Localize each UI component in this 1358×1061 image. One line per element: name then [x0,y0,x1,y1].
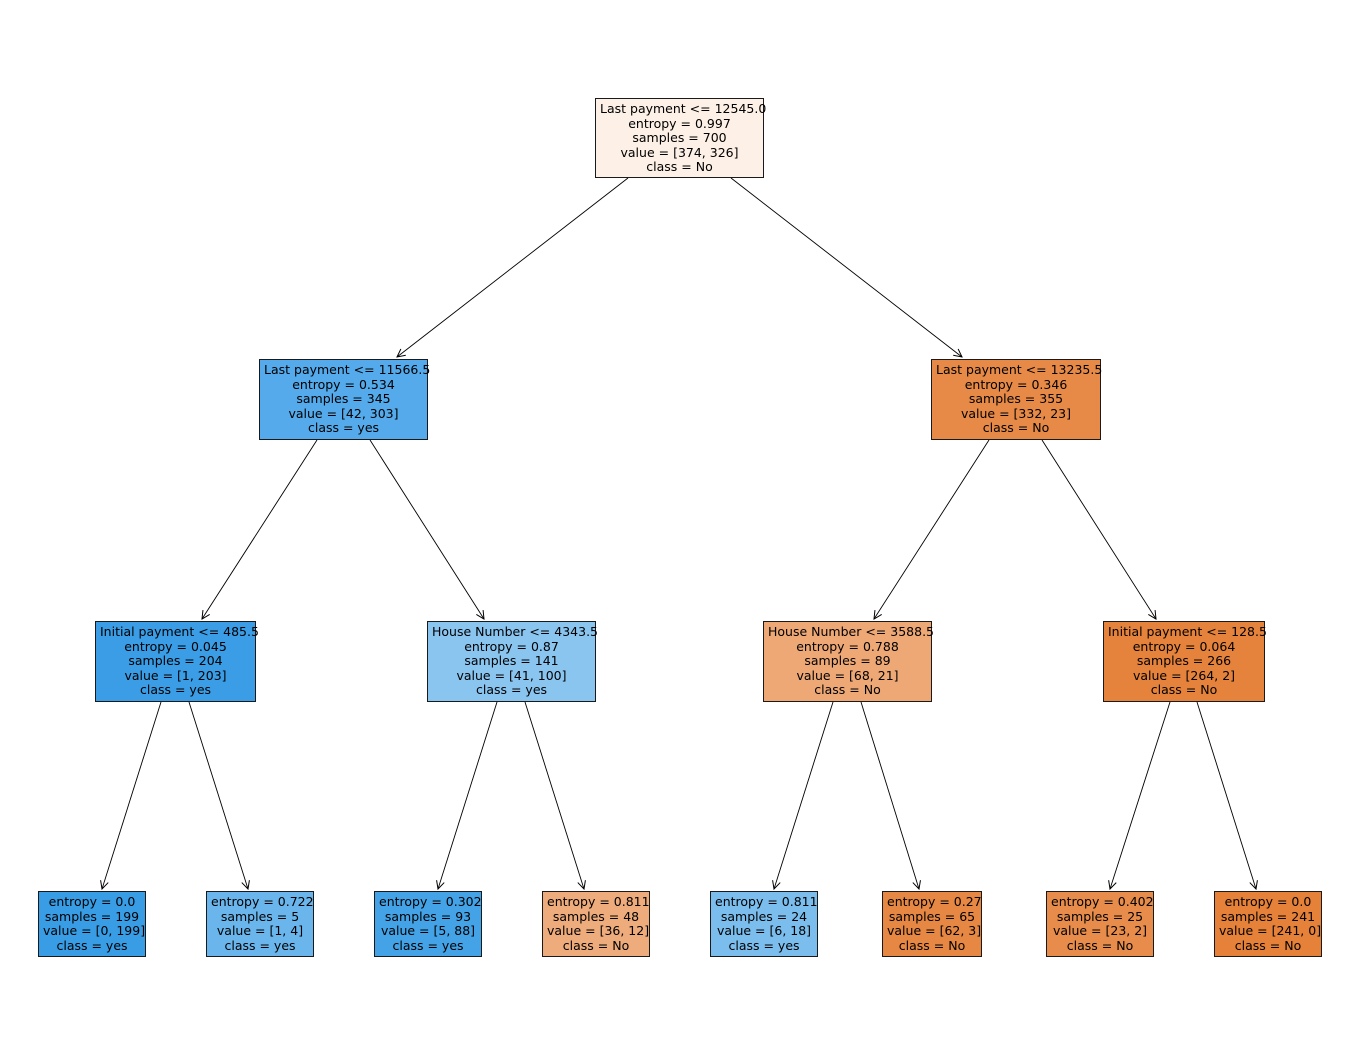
node-entropy-text: entropy = 0.045 [124,638,227,654]
node-split-text: Last payment <= 11566.5 [264,362,431,377]
node-value-text: value = [1, 4] [216,923,304,938]
node-entropy-text: entropy = 0.302 [379,894,482,909]
edge-n0-n2 [730,177,962,357]
node-value-text: value = [332, 23] [960,405,1072,421]
node-class-text: class = yes [475,682,548,697]
node-entropy-text: entropy = 0.402 [1051,894,1154,909]
node-samples-text: samples = 25 [1056,908,1144,924]
edge-n1-n4 [369,439,484,619]
node-value-text: value = [6, 18] [716,923,812,938]
node-value-text: value = [68, 21] [796,667,899,683]
node-value-text: value = [241, 0] [1219,923,1322,938]
node-split-text: Initial payment <= 485.5 [100,624,259,639]
edge-n2-n6 [1041,439,1156,619]
node-samples-text: samples = 199 [44,908,140,924]
edge-n4-n10 [524,701,584,889]
edge-n0-n1 [397,177,629,357]
edge-n5-n11 [774,701,834,889]
node-entropy-text: entropy = 0.997 [628,115,731,131]
node-samples-text: samples = 65 [888,908,976,924]
node-class-text: class = No [562,937,630,953]
edge-n3-n7 [102,701,162,889]
node-samples-text: samples = 48 [552,908,640,924]
node-samples-text: samples = 89 [804,653,891,668]
node-class-text: class = No [982,420,1050,435]
node-samples-text: samples = 204 [128,653,223,668]
edge-n5-n12 [860,701,919,889]
node-entropy-text: entropy = 0.064 [1132,638,1236,654]
edge-n6-n14 [1196,701,1256,889]
node-class-text: class = No [1066,937,1134,953]
node-split-text: Last payment <= 13235.5 [936,362,1103,377]
node-class-text: class = yes [224,937,296,953]
node-class-text: class = No [814,682,881,697]
node-entropy-text: entropy = 0.811 [715,894,818,909]
node-samples-text: samples = 266 [1136,653,1232,668]
node-split-text: Last payment <= 12545.0 [600,101,767,116]
edge-n4-n9 [438,701,498,889]
node-class-text: class = yes [392,937,464,953]
node-class-text: class = No [646,159,713,174]
node-entropy-text: entropy = 0.346 [964,376,1068,392]
node-value-text: value = [0, 199] [43,923,146,938]
node-value-text: value = [23, 2] [1052,923,1148,938]
node-value-text: value = [374, 326] [620,144,739,160]
edge-n3-n8 [188,701,248,889]
node-samples-text: samples = 241 [1220,908,1316,924]
node-class-text: class = No [1234,937,1302,953]
node-class-text: class = yes [307,420,380,435]
node-class-text: class = yes [56,937,128,953]
node-samples-text: samples = 141 [464,653,559,668]
node-value-text: value = [41, 100] [456,667,567,683]
node-entropy-text: entropy = 0.27 [887,894,982,909]
node-entropy-text: entropy = 0.0 [48,894,136,909]
node-entropy-text: entropy = 0.87 [464,638,559,654]
node-entropy-text: entropy = 0.811 [547,894,650,909]
node-class-text: class = No [898,937,966,953]
node-value-text: value = [42, 303] [288,405,399,421]
node-split-text: House Number <= 4343.5 [432,624,598,639]
node-entropy-text: entropy = 0.0 [1224,894,1312,909]
node-samples-text: samples = 93 [384,908,472,924]
node-split-text: Initial payment <= 128.5 [1108,624,1267,639]
node-value-text: value = [1, 203] [124,667,227,683]
node-samples-text: samples = 700 [632,130,727,145]
node-samples-text: samples = 5 [220,908,300,924]
node-entropy-text: entropy = 0.722 [211,894,314,909]
node-value-text: value = [62, 3] [887,923,982,938]
node-value-text: value = [5, 88] [380,923,476,938]
node-samples-text: samples = 345 [296,391,391,406]
edge-n2-n5 [874,439,990,619]
edge-n6-n13 [1110,701,1171,889]
node-class-text: class = yes [139,682,212,697]
node-class-text: class = yes [728,937,800,953]
node-samples-text: samples = 24 [720,908,808,924]
node-class-text: class = No [1150,682,1218,697]
node-split-text: House Number <= 3588.5 [768,624,934,639]
edge-n1-n3 [202,439,318,619]
node-entropy-text: entropy = 0.534 [292,376,395,392]
node-entropy-text: entropy = 0.788 [796,638,899,654]
node-samples-text: samples = 355 [968,391,1064,406]
node-value-text: value = [36, 12] [547,923,650,938]
node-value-text: value = [264, 2] [1132,667,1236,683]
